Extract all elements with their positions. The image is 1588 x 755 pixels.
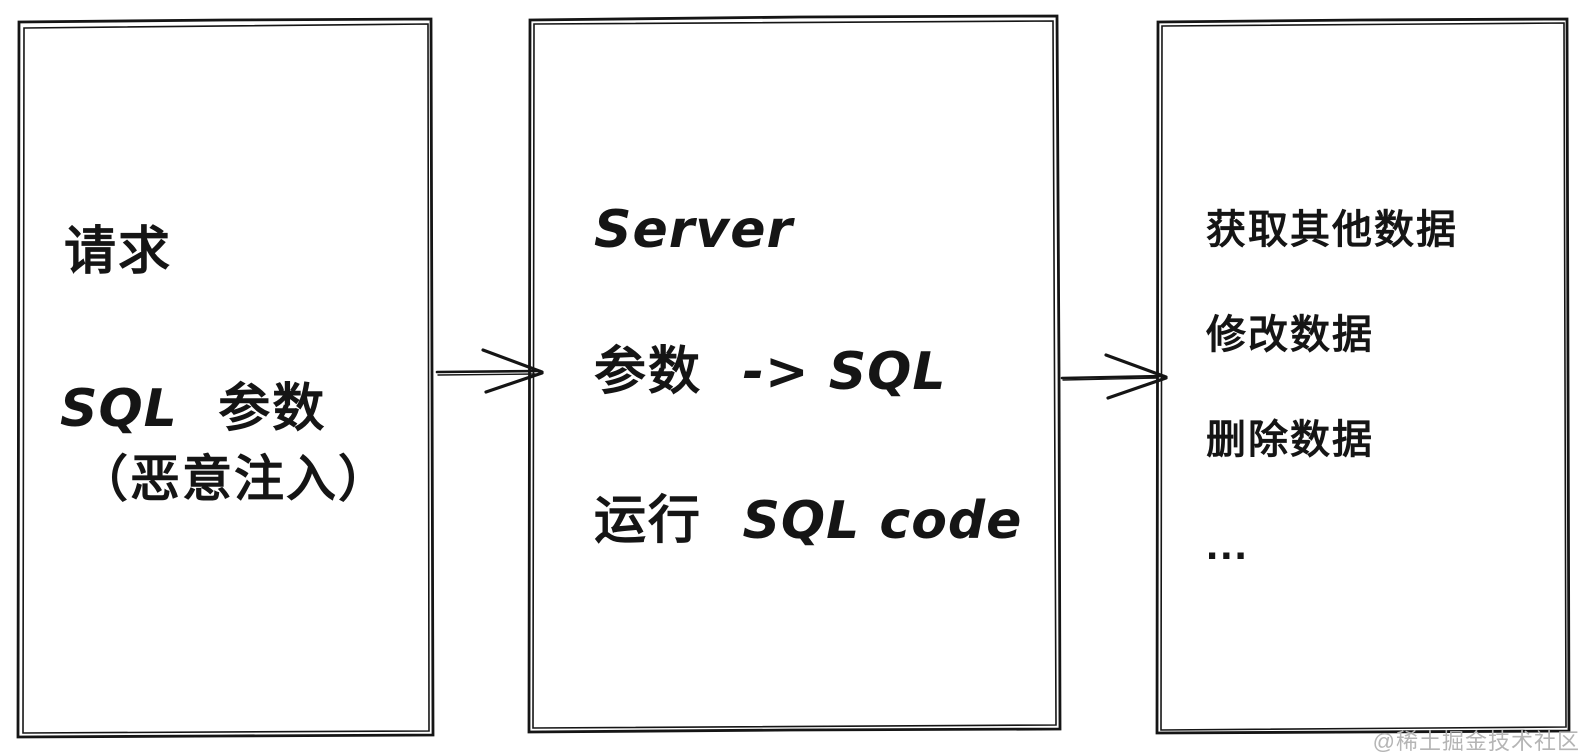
run-cn: 运行 <box>594 492 703 550</box>
request-box-line-2: SQL 参数 <box>60 382 326 437</box>
watermark: @稀土掘金技术社区 <box>1372 729 1580 754</box>
server-label: Server <box>594 200 794 260</box>
malicious-injection-label: （恶意注入） <box>78 451 390 507</box>
server-box-outline <box>527 14 1062 734</box>
arrow-right-icon <box>435 348 544 394</box>
sql-param-cn: 参数 <box>218 380 327 438</box>
server-box-line-3: 运行 SQL code <box>594 494 1022 549</box>
consequences-line-2: 修改数据 <box>1206 314 1374 356</box>
arrow-right-icon <box>1060 353 1168 400</box>
request-box-line-1: 请求 <box>64 225 172 280</box>
request-box-outline <box>16 17 435 739</box>
delete-data-label: 删除数据 <box>1206 418 1374 462</box>
param-cn: 参数 <box>594 343 703 401</box>
server-box-line-2: 参数 -> SQL <box>594 345 947 400</box>
sql-param-latin: SQL <box>60 379 178 439</box>
sql-code-latin: SQL code <box>742 491 1023 551</box>
param-to-sql: -> SQL <box>742 342 947 402</box>
request-box-line-3: （恶意注入） <box>78 453 390 506</box>
consequences-line-4: ... <box>1206 520 1249 569</box>
consequences-line-1: 获取其他数据 <box>1206 209 1458 251</box>
server-box-line-1: Server <box>594 203 793 258</box>
request-label: 请求 <box>64 223 173 281</box>
consequences-box-outline <box>1155 17 1571 735</box>
consequences-line-3: 删除数据 <box>1206 419 1374 461</box>
ellipsis-label: ... <box>1206 520 1249 569</box>
fetch-other-data-label: 获取其他数据 <box>1206 208 1458 252</box>
modify-data-label: 修改数据 <box>1206 313 1374 357</box>
